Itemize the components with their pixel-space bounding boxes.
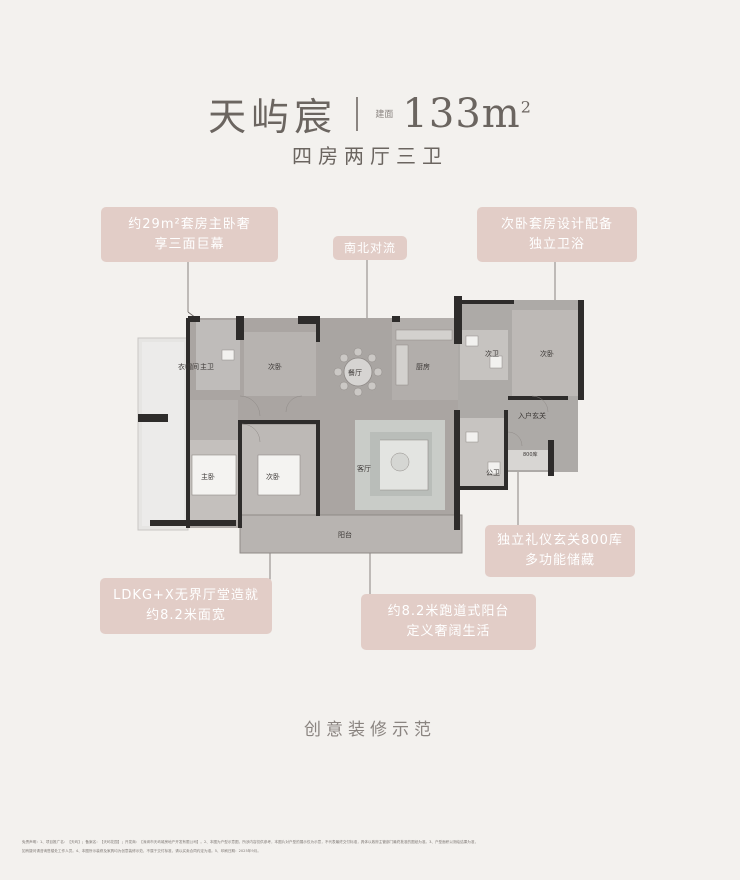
callout-north-south: 南北对流	[333, 236, 407, 260]
room-label-bedroom-right: 次卧	[540, 350, 554, 358]
room-label-public-bath: 公卫	[486, 469, 500, 477]
room-label-kitchen: 厨房	[416, 363, 430, 371]
kitchen-counter	[395, 329, 453, 341]
room-label-bedroom-mid: 次卧	[266, 473, 280, 481]
room-label-living: 客厅	[357, 465, 371, 473]
callout-balcony: 约8.2米跑道式阳台 定义奢阔生活	[361, 594, 536, 650]
room-label-cloakroom: 衣帽间	[178, 363, 199, 371]
callout-balcony-line-2: 定义奢阔生活	[406, 624, 491, 639]
callout-master-suite-line-2: 享三面巨幕	[154, 236, 225, 252]
room-label-storage: 800库	[523, 452, 538, 458]
callout-second-suite: 次卧套房设计配备 独立卫浴	[477, 207, 637, 262]
callout-ldkg-line-1: LDKG+X无界厅堂造就	[113, 588, 259, 603]
callout-north-south-text: 南北对流	[343, 241, 396, 255]
dining-table	[343, 357, 373, 387]
master-bed	[191, 454, 237, 496]
terrace-left-inner	[142, 342, 184, 526]
room-label-master-bath: 主卫	[200, 363, 214, 371]
balcony-floor	[239, 514, 463, 554]
callout-master-suite: 约29m²套房主卧奢 享三面巨幕	[101, 207, 278, 262]
coffee-table	[390, 452, 410, 472]
callout-foyer-line-2: 多功能储藏	[524, 553, 595, 568]
disclaimer: 免责声明：1、项目推广名：【天屿】；备案名：【天屿花园】；开发商：【深圳市天屿城…	[22, 838, 722, 856]
area-value: 133m2	[402, 91, 531, 137]
disclaimer-line-2: 如有疑问请咨询售楼处工作人员。4、本图所示装修及家具均为创意装修示范，不属于交付…	[22, 849, 261, 853]
header: 天屿宸 建面 133m2 四房两厅三卫	[0, 72, 740, 182]
area-label: 建面	[375, 110, 394, 120]
public-bath-floor	[460, 418, 508, 488]
callout-second-suite-line-1: 次卧套房设计配备	[500, 216, 613, 232]
kitchen-counter-side	[395, 344, 409, 386]
callout-balcony-line-1: 约8.2米跑道式阳台	[387, 604, 510, 619]
bedroom-mid-bed	[257, 454, 301, 496]
room-label-dining: 餐厅	[348, 369, 362, 377]
room-label-master-bedroom: 主卧	[201, 473, 215, 481]
area-unit-sup: 2	[520, 97, 532, 117]
dining-chairs	[333, 347, 383, 397]
title-divider	[356, 96, 359, 131]
footer-title: 创意装修示范	[304, 720, 436, 740]
callout-foyer: 独立礼仪玄关800库 多功能储藏	[485, 525, 635, 577]
bedroom-top-floor	[244, 332, 316, 396]
project-name: 天屿宸	[208, 95, 338, 139]
walls	[138, 296, 584, 530]
callout-master-suite-line-1: 约29m²套房主卧奢	[128, 216, 251, 232]
bedroom-right-floor	[512, 310, 578, 396]
layout-type: 四房两厅三卫	[292, 144, 448, 168]
room-label-bath-2: 次卫	[485, 350, 499, 358]
room-label-balcony: 阳台	[338, 531, 352, 539]
callout-foyer-line-1: 独立礼仪玄关800库	[497, 533, 623, 548]
callout-ldkg: LDKG+X无界厅堂造就 约8.2米面宽	[100, 578, 272, 634]
callout-second-suite-line-2: 独立卫浴	[528, 236, 585, 252]
title-row: 天屿宸 建面 133m2	[0, 86, 740, 141]
room-label-entrance: 入户玄关	[518, 412, 546, 420]
area-number: 133m	[402, 90, 521, 137]
room-label-bedroom-top: 次卧	[268, 363, 282, 371]
callout-ldkg-line-2: 约8.2米面宽	[146, 608, 226, 623]
bath-fixtures	[221, 335, 503, 475]
door-swings	[239, 395, 549, 447]
disclaimer-line-1: 免责声明：1、项目推广名：【天屿】；备案名：【天屿花园】；开发商：【深圳市天屿城…	[22, 840, 479, 844]
storage-floor	[508, 450, 552, 470]
